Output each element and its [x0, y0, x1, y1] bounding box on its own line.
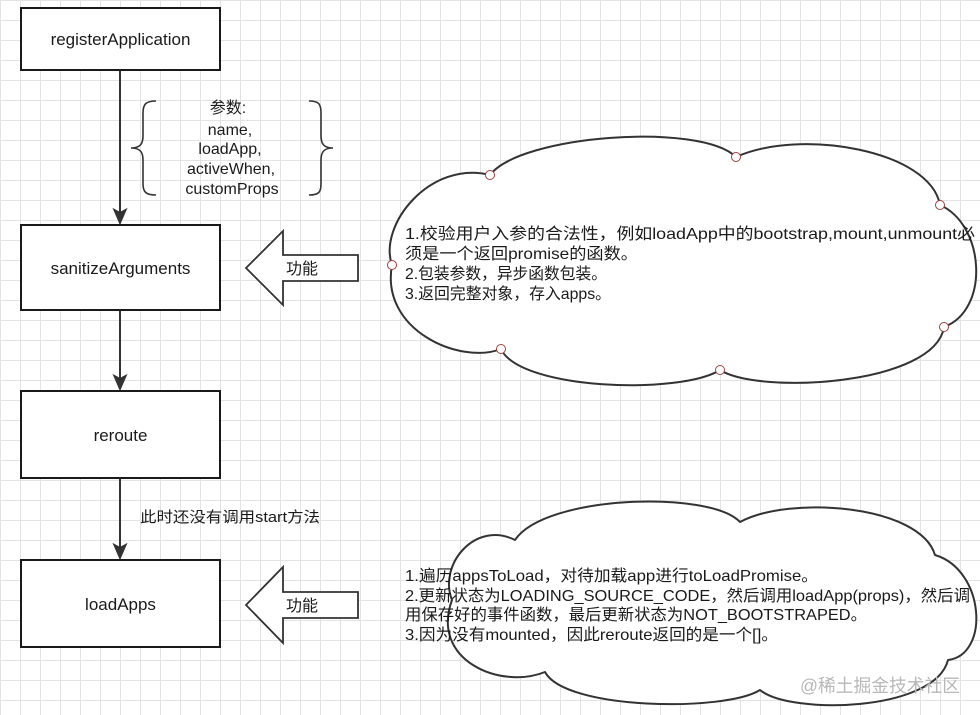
connection-handle[interactable] — [387, 260, 397, 270]
note-sanitize-arguments[interactable]: 功能 1.校验用户入参的合法性，例如loadApp中的bootstrap,mou… — [244, 135, 978, 387]
connector-sanitize-to-reroute[interactable] — [112, 310, 128, 392]
note-line: 1.遍历appsToLoad，对待加载app进行toLoadPromise。 — [405, 567, 818, 585]
node-box[interactable] — [20, 390, 221, 479]
note-line: 须是一个返回promise的函数。 — [405, 245, 638, 263]
arrowhead — [112, 542, 128, 561]
node-box[interactable] — [20, 7, 221, 71]
connection-handle[interactable] — [731, 152, 741, 162]
left-curly-brace[interactable] — [130, 100, 157, 196]
param-item: loadApp, — [198, 141, 261, 158]
note-line: 2.包装参数，异步函数包装。 — [405, 265, 607, 283]
params-title: 参数: — [210, 99, 246, 117]
node-sanitize-arguments[interactable]: sanitizeArguments — [20, 224, 221, 311]
arrowhead — [112, 207, 128, 226]
note-line: 3.因为没有mounted，因此reroute返回的是一个[]。 — [405, 626, 778, 644]
node-register-application[interactable]: registerApplication — [20, 7, 221, 71]
node-reroute[interactable]: reroute — [20, 390, 221, 479]
connection-handle[interactable] — [935, 200, 945, 210]
node-label: reroute — [94, 426, 148, 445]
connection-handle[interactable] — [485, 170, 495, 180]
right-curly-brace[interactable] — [308, 100, 334, 196]
callout-arrow[interactable] — [244, 228, 359, 308]
note-cloud[interactable] — [388, 135, 978, 387]
node-label: registerApplication — [51, 30, 191, 49]
arrowhead — [112, 373, 128, 392]
note-line: 2.更新状态为LOADING_SOURCE_CODE，然后调用loadApp(p… — [405, 587, 970, 605]
connector-register-to-sanitize[interactable] — [112, 70, 128, 226]
params-annotation[interactable]: 参数: name, loadApp, activeWhen, customPro… — [130, 99, 334, 198]
callout-arrow-label: 功能 — [286, 260, 318, 278]
note-load-apps[interactable]: 功能 1.遍历appsToLoad，对待加载app进行toLoadPromise… — [244, 500, 978, 707]
connection-handle[interactable] — [496, 344, 506, 354]
note-cloud[interactable] — [446, 500, 978, 707]
connector-reroute-to-load-apps[interactable]: 此时还没有调用start方法 — [112, 478, 321, 561]
connection-handle[interactable] — [939, 322, 949, 332]
node-label: sanitizeArguments — [51, 259, 191, 278]
note-line: 1.校验用户入参的合法性，例如loadApp中的bootstrap,mount,… — [405, 225, 975, 243]
param-item: customProps — [185, 181, 278, 198]
note-line: 3.返回完整对象，存入apps。 — [405, 285, 611, 303]
node-box[interactable] — [20, 224, 221, 311]
node-load-apps[interactable]: loadApps — [20, 559, 221, 648]
param-item: name, — [208, 122, 252, 139]
note-line: 用保存好的事件函数，最后更新状态为NOT_BOOTSTRAPED。 — [405, 606, 867, 624]
node-box[interactable] — [20, 559, 221, 648]
watermark: @稀土掘金技术社区 — [800, 676, 960, 696]
node-label: loadApps — [85, 595, 156, 614]
callout-arrow[interactable] — [244, 564, 359, 646]
edge-label: 此时还没有调用start方法 — [140, 509, 320, 526]
connection-handle[interactable] — [715, 365, 725, 375]
param-item: activeWhen, — [187, 161, 275, 178]
callout-arrow-label: 功能 — [286, 597, 318, 615]
